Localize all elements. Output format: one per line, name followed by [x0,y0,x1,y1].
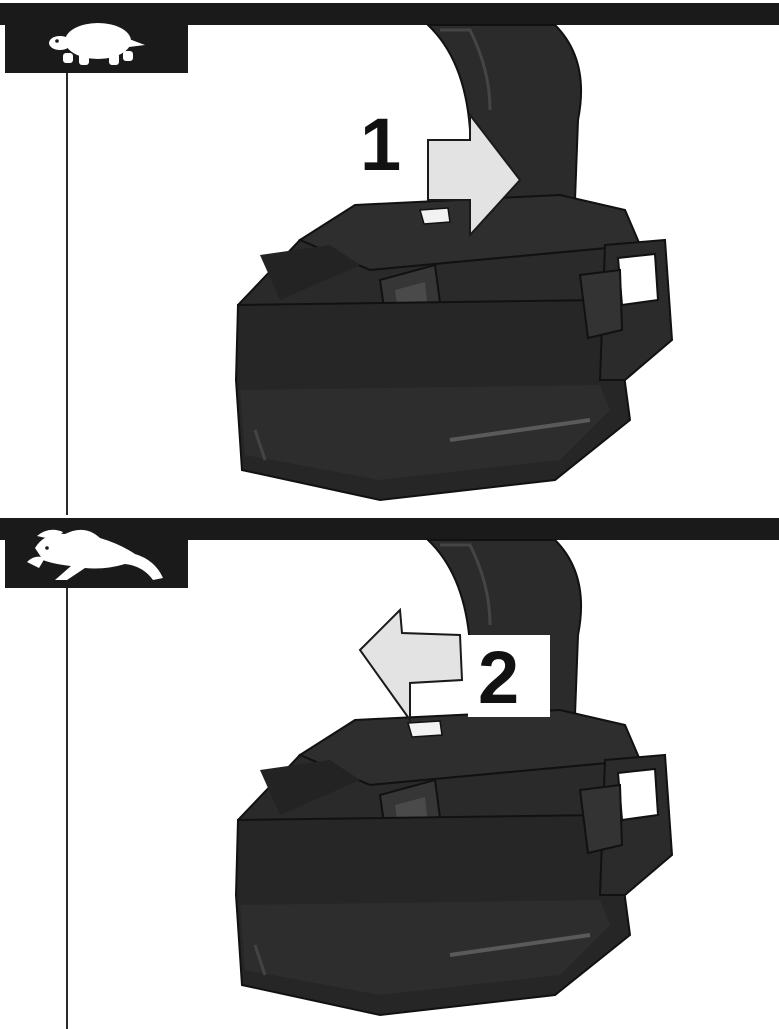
step-number: 2 [478,641,519,715]
step-number: 1 [360,108,401,182]
drill-illustration [0,0,779,515]
step-panel-1: 1 [0,0,779,515]
drill-illustration [0,515,779,1029]
step-panel-2: 2 [0,515,779,1029]
